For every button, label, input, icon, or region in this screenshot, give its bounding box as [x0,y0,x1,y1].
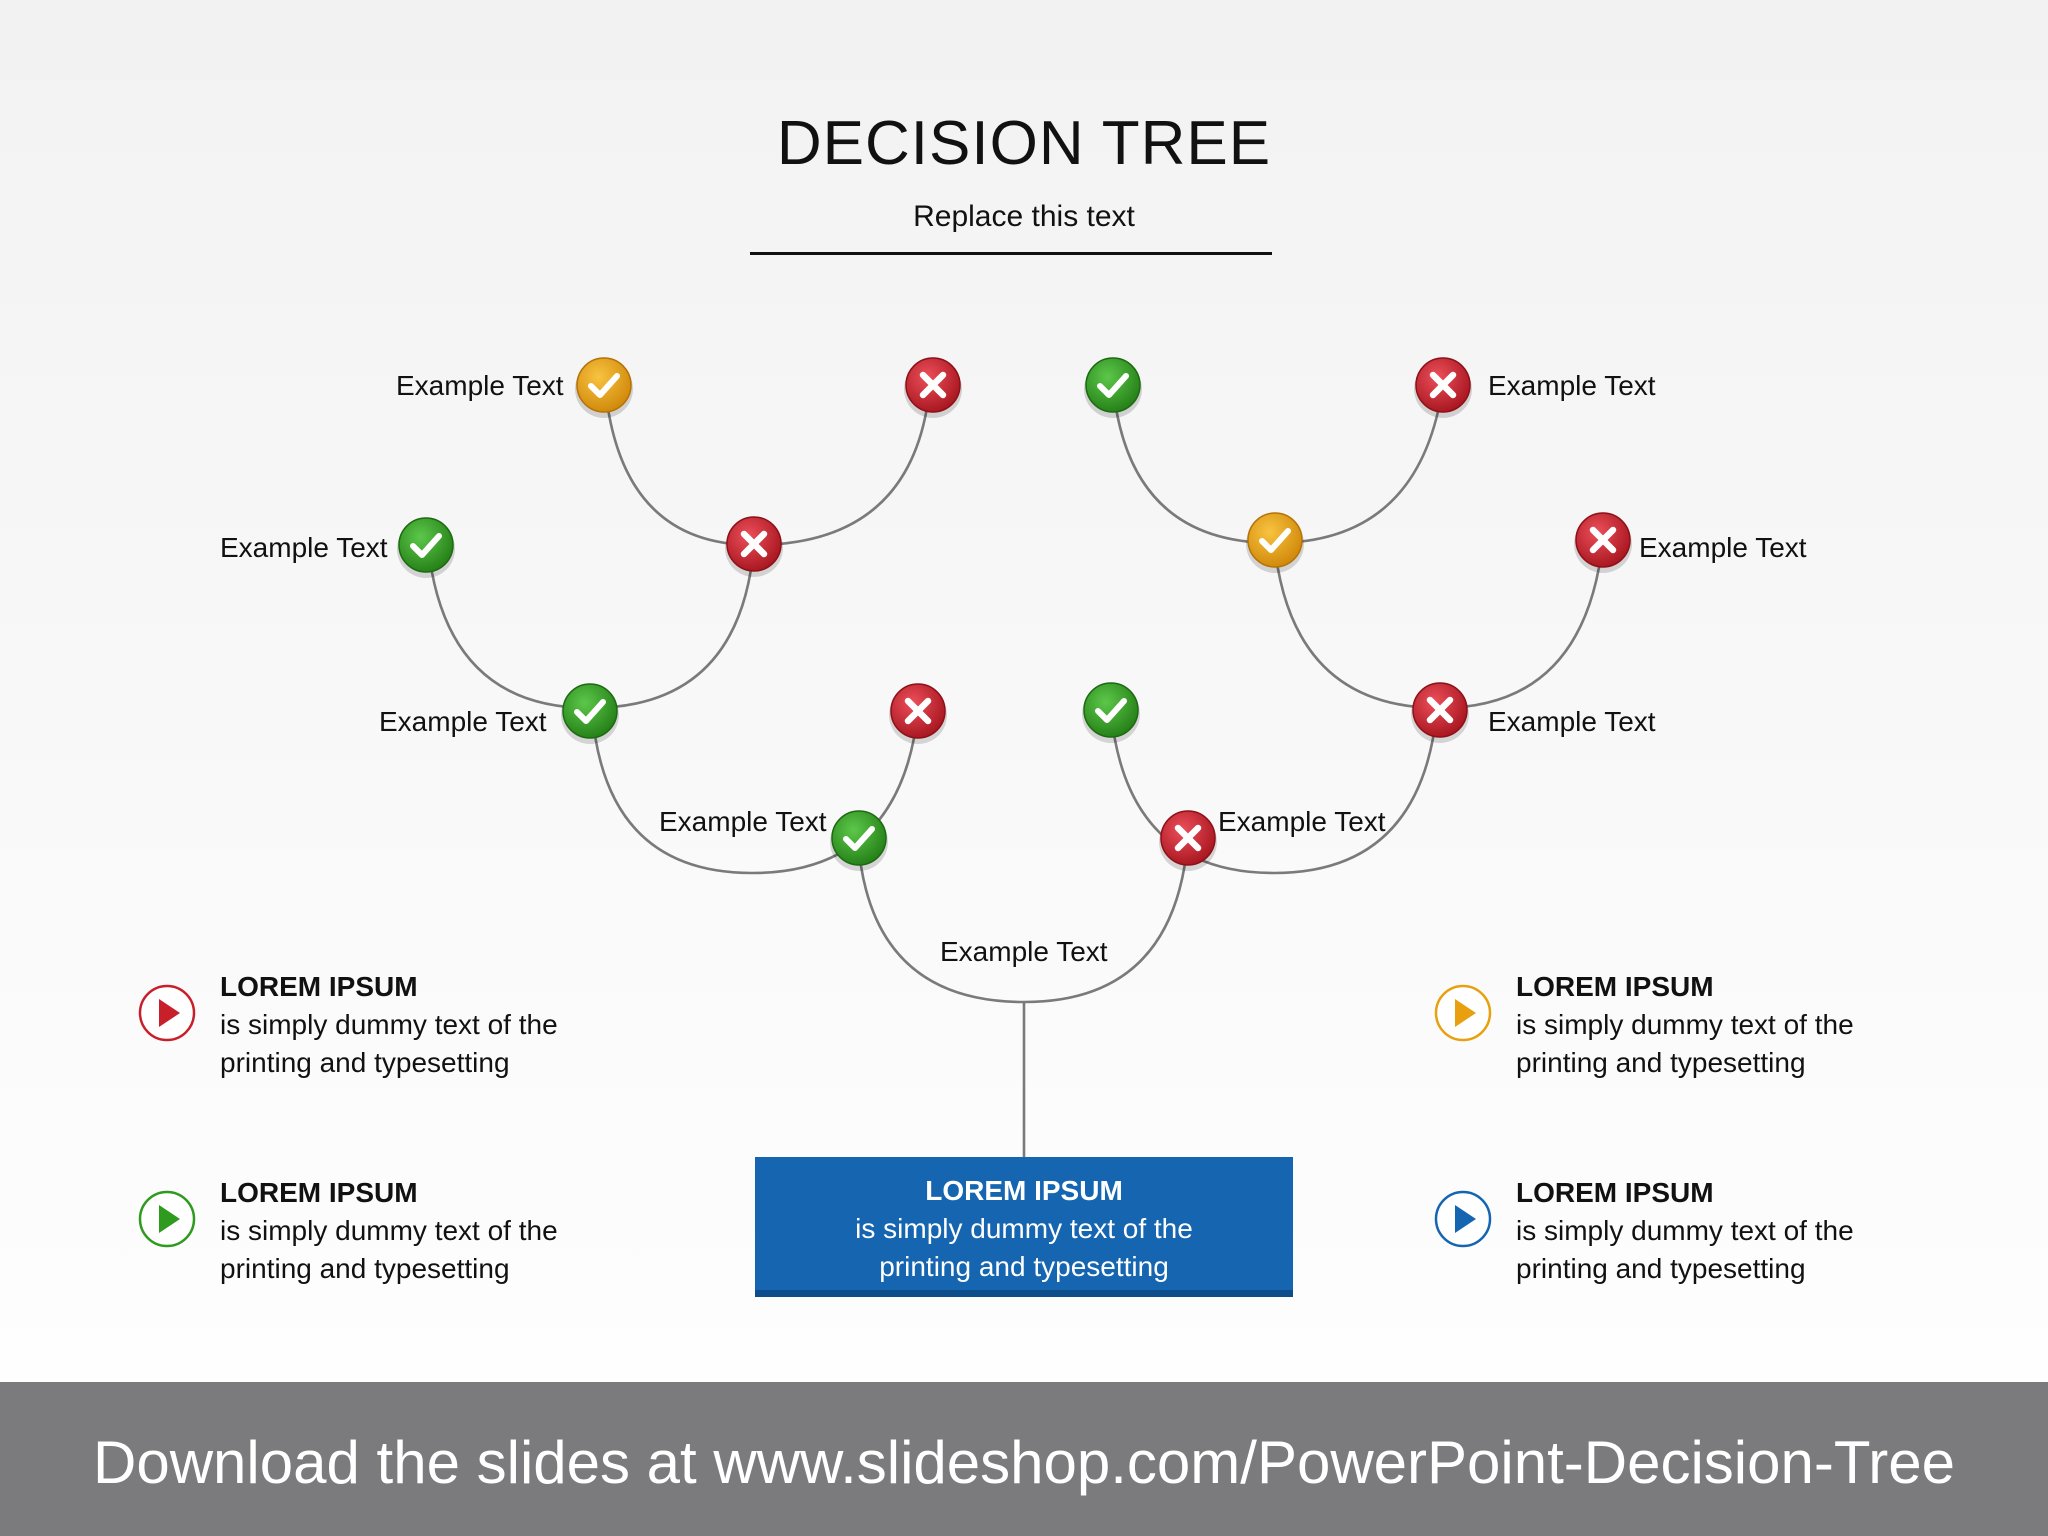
label-left-low: Example Text [379,706,547,737]
legend-line1: is simply dummy text of the [1516,1009,1854,1040]
node-right-mid-check [1246,512,1304,573]
node-right-top-cross [1414,357,1472,418]
footer-download-text[interactable]: Download the slides at www.slideshop.com… [93,1429,1955,1496]
node-left-top-cross [904,357,962,418]
legend-title: LOREM IPSUM [1516,1177,1714,1208]
center-box-title: LOREM IPSUM [925,1175,1123,1206]
page-title: DECISION TREE [776,109,1272,178]
page-subtitle: Replace this text [913,200,1135,233]
node-left-top-check [575,357,633,418]
legend-title: LOREM IPSUM [220,971,418,1002]
node-right-top-check [1084,357,1142,418]
label-right-low: Example Text [1488,706,1656,737]
label-left-inner: Example Text [659,806,827,837]
label-root: Example Text [940,936,1108,967]
node-left-low-cross [889,683,947,744]
label-right-inner: Example Text [1218,806,1386,837]
decision-tree-diagram [397,357,1632,1157]
center-box-line1: is simply dummy text of the [855,1213,1193,1244]
legend-line1: is simply dummy text of the [1516,1215,1854,1246]
label-right-mid: Example Text [1639,532,1807,563]
legend-title: LOREM IPSUM [220,1177,418,1208]
center-box-line2: printing and typesetting [879,1251,1169,1282]
play-icon-red [138,984,196,1042]
node-right-mid-cross [1574,512,1632,573]
node-root-left-check [830,810,888,871]
connector-right-low [1109,709,1439,875]
title-underline [750,252,1272,255]
label-left-mid: Example Text [220,532,388,563]
legend-line2: printing and typesetting [220,1047,510,1078]
legend-line2: printing and typesetting [1516,1047,1806,1078]
connector-root [856,837,1190,1004]
node-right-low-check [1082,682,1140,743]
node-left-mid-cross [725,516,783,577]
play-icon-green [138,1190,196,1248]
label-left-top: Example Text [396,370,564,401]
center-info-box: LOREM IPSUM is simply dummy text of the … [755,1157,1293,1297]
node-left-low-check [561,683,619,744]
node-right-low-cross [1411,682,1469,743]
play-icon-orange [1434,984,1492,1042]
legend-line2: printing and typesetting [220,1253,510,1284]
label-right-top: Example Text [1488,370,1656,401]
legend-line2: printing and typesetting [1516,1253,1806,1284]
connector-left-low [590,709,920,875]
node-root-right-cross [1159,810,1217,871]
legend-title: LOREM IPSUM [1516,971,1714,1002]
footer-banner [0,1382,2048,1536]
play-icon-blue [1434,1190,1492,1248]
node-left-mid-check [397,517,455,578]
legend-line1: is simply dummy text of the [220,1009,558,1040]
legend-line1: is simply dummy text of the [220,1215,558,1246]
tree-connectors [426,384,1605,1157]
